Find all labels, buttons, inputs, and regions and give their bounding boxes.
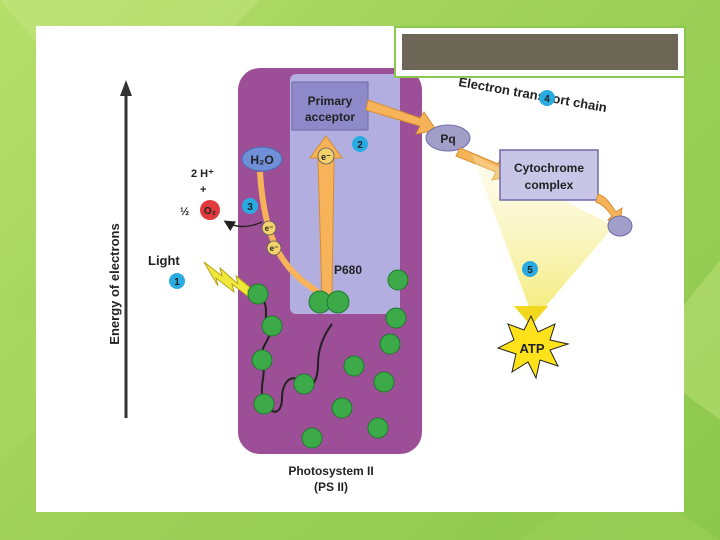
oxygen-molecule <box>200 200 220 220</box>
electron-label-excited: e⁻ <box>321 152 331 162</box>
energy-axis-label: Energy of electrons <box>107 223 122 344</box>
half-label: ½ <box>180 206 189 218</box>
slide-content-panel: Energy of electrons Primary acceptor e⁻ … <box>36 26 686 512</box>
etc-label: Electron transport chain <box>457 74 608 115</box>
step-badge-4: 4 <box>539 90 555 106</box>
oxygen-label: O₂ <box>204 206 216 217</box>
slide-title-placeholder <box>402 34 678 70</box>
photosystem-caption-1: Photosystem II <box>288 464 373 478</box>
p680-pair: P680 <box>308 263 362 314</box>
antenna-chlorophylls <box>247 269 409 449</box>
step-badge-3: 3 <box>242 198 258 214</box>
atp-label: ATP <box>519 341 544 356</box>
acceptor-to-pq-arrow <box>365 99 437 135</box>
step-badge-2: 2 <box>352 136 368 152</box>
cytochrome-label-1: Cytochrome <box>514 161 584 175</box>
electron-excitation-arrow <box>309 135 343 299</box>
primary-acceptor-label-1: Primary <box>308 94 353 108</box>
photosystem-caption-2: (PS II) <box>314 480 348 494</box>
slide-title-box <box>394 26 686 78</box>
water-electron-path <box>257 171 320 295</box>
light-bolt <box>203 261 259 300</box>
primary-acceptor-label-2: acceptor <box>305 110 355 124</box>
water-label: H₂O <box>250 153 273 167</box>
light-label: Light <box>148 253 180 268</box>
primary-acceptor-box: Primary acceptor <box>291 81 369 131</box>
step-number-3: 3 <box>247 202 253 213</box>
water-molecule: H₂O <box>241 146 283 172</box>
energy-axis: Energy of electrons <box>107 80 132 418</box>
step-number-4: 4 <box>544 94 550 105</box>
protons-label: 2 H⁺ <box>191 168 214 180</box>
cytochrome-complex: Cytochrome complex <box>499 149 599 201</box>
plus-label: + <box>200 184 206 196</box>
electron-label-1: e⁻ <box>265 224 274 233</box>
photosystem-ii-diagram: Energy of electrons Primary acceptor e⁻ … <box>107 68 633 494</box>
atp-burst: ATP <box>496 314 570 380</box>
step-number-1: 1 <box>174 277 180 288</box>
p680-label: P680 <box>334 263 362 277</box>
step-number-5: 5 <box>527 265 533 276</box>
next-carrier-partial <box>607 215 633 237</box>
electron-label-2: e⁻ <box>270 244 279 253</box>
reaction-center-region <box>290 74 400 314</box>
step-number-2: 2 <box>357 140 363 151</box>
cytochrome-label-2: complex <box>525 178 574 192</box>
plastoquinone: Pq <box>425 124 471 152</box>
step-badge-1: 1 <box>169 273 185 289</box>
step-badge-5: 5 <box>522 261 538 277</box>
pq-label: Pq <box>440 132 455 146</box>
oxygen-release-arrow <box>223 220 263 232</box>
